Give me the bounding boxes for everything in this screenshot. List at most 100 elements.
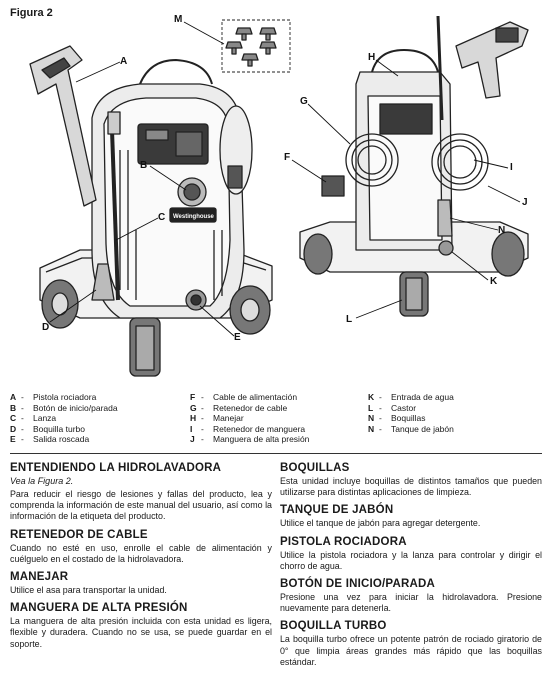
- callout-k: K: [490, 276, 498, 287]
- legend-item: K-Entrada de agua: [368, 392, 454, 403]
- legend-dash: -: [379, 413, 382, 424]
- legend-dash: -: [379, 392, 382, 402]
- callout-m: M: [174, 14, 182, 25]
- callout-d: D: [42, 322, 49, 333]
- callout-e: E: [234, 332, 241, 343]
- legend-item: J-Manguera de alta presión: [190, 434, 309, 445]
- callout-j: J: [522, 197, 528, 208]
- legend-item: N-Tanque de jabón: [368, 424, 454, 435]
- legend-key: E: [10, 434, 16, 445]
- legend-label: Boquillas: [391, 413, 426, 424]
- legend-item: G-Retenedor de cable: [190, 403, 309, 414]
- legend-item: E-Salida roscada: [10, 434, 118, 445]
- legend-item: L-Castor: [368, 403, 454, 414]
- legend-dash: -: [201, 413, 204, 424]
- legend-dash: -: [379, 402, 382, 413]
- legend-key: N: [368, 413, 375, 424]
- callout-n: N: [498, 225, 505, 236]
- section-body: La manguera de alta presión incluida con…: [10, 616, 272, 649]
- legend-dash: -: [201, 392, 204, 402]
- callout-l: L: [346, 314, 352, 325]
- legend-dash: -: [201, 434, 204, 445]
- section: ENTENDIENDO LA HIDROLAVADORA Vea la Figur…: [10, 462, 272, 523]
- front-unit-drawing: [29, 45, 273, 377]
- section-body: Para reducir el riesgo de lesiones y fal…: [10, 489, 272, 522]
- legend-label: Retenedor de manguera: [213, 423, 306, 434]
- legend-label: Manejar: [213, 413, 244, 424]
- legend-label: Cable de alimentación: [213, 392, 298, 402]
- legend-label: Botón de inicio/parada: [33, 402, 118, 413]
- legend-key: H: [190, 413, 197, 424]
- legend-item: H-Manejar: [190, 413, 309, 424]
- section-heading: MANGUERA DE ALTA PRESIÓN: [10, 602, 188, 615]
- legend-item: I-Retenedor de manguera: [190, 424, 309, 435]
- legend-dash: -: [201, 402, 204, 413]
- section-body: Utilice la pistola rociadora y la lanza …: [280, 549, 542, 571]
- callout-i: I: [510, 162, 513, 173]
- section-body: Cuando no esté en uso, enrolle el cable …: [10, 542, 272, 564]
- legend-key: I: [190, 423, 193, 434]
- callout-f: F: [284, 152, 290, 163]
- legend-dash: -: [21, 423, 24, 434]
- legend-label: Castor: [391, 402, 417, 413]
- rear-unit-drawing: [299, 15, 529, 317]
- legend-dash: -: [21, 392, 24, 402]
- section-heading: RETENEDOR DE CABLE: [10, 528, 148, 541]
- section-heading: ENTENDIENDO LA HIDROLAVADORA: [10, 462, 222, 474]
- callout-c: C: [158, 212, 165, 223]
- section-body: Utilice el asa para transportar la unida…: [10, 585, 167, 596]
- section-divider: [10, 453, 542, 454]
- legend-item: F-Cable de alimentación: [190, 392, 309, 403]
- legend-label: Retenedor de cable: [213, 402, 288, 413]
- nozzles-group-drawing: [221, 19, 291, 73]
- pressure-washer-illustration: A B C D E F G H I J K L M N Westinghouse: [29, 14, 529, 377]
- legend-dash: -: [21, 413, 24, 424]
- legend-label: Tanque de jabón: [391, 423, 454, 434]
- section-heading: MANEJAR: [10, 571, 69, 584]
- section-heading: TANQUE DE JABÓN: [280, 504, 394, 517]
- legend-label: Pistola rociadora: [33, 392, 97, 402]
- section-heading: BOQUILLAS: [280, 462, 350, 474]
- brand-logo: Westinghouse: [173, 214, 215, 220]
- legend-key: C: [10, 413, 17, 424]
- legend-dash: -: [21, 402, 24, 413]
- section-heading: BOQUILLA TURBO: [280, 620, 387, 633]
- legend-key: K: [368, 392, 375, 402]
- legend-key: F: [190, 392, 196, 402]
- legend-dash: -: [21, 434, 24, 445]
- legend-dash: -: [201, 423, 204, 434]
- callout-h: H: [368, 52, 375, 63]
- section-body: Presione una vez para iniciar la hidrola…: [280, 592, 542, 614]
- legend-item: C-Lanza: [10, 413, 118, 424]
- legend-key: D: [10, 423, 17, 434]
- callout-a: A: [120, 56, 127, 67]
- legend-item: N-Boquillas: [368, 413, 454, 424]
- legend-key: B: [10, 402, 17, 413]
- legend-label: Salida roscada: [33, 434, 90, 445]
- legend-key: L: [368, 402, 374, 413]
- legend-label: Lanza: [33, 413, 57, 424]
- legend-label: Manguera de alta presión: [213, 434, 310, 445]
- legend-key: G: [190, 402, 197, 413]
- section-subtitle: Vea la Figura 2.: [10, 476, 74, 486]
- legend-item: B-Botón de inicio/parada: [10, 403, 118, 414]
- legend-key: J: [190, 434, 195, 445]
- left-column: ENTENDIENDO LA HIDROLAVADORA Vea la Figur…: [10, 462, 272, 656]
- legend-item: D-Boquilla turbo: [10, 424, 118, 435]
- section-heading: BOTÓN DE INICIO/PARADA: [280, 578, 435, 591]
- figure-title: Figura 2: [10, 7, 53, 19]
- legend-key: N: [368, 423, 375, 434]
- callout-b: B: [140, 160, 147, 171]
- section-body: La boquilla turbo ofrece un potente patr…: [280, 634, 542, 667]
